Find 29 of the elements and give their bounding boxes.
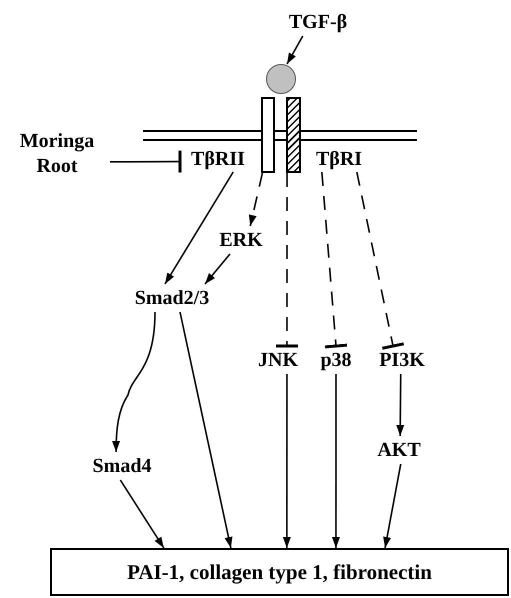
protein-label: Smad2/3 (122, 284, 222, 312)
arrow (120, 480, 164, 548)
hatched-receptor-bar (286, 97, 301, 173)
arrow (164, 172, 234, 284)
protein-label: Smad4 (80, 452, 164, 480)
protein-label: p38 (313, 346, 359, 374)
inhibition-line (276, 173, 298, 348)
inhibition-line (321, 172, 348, 348)
arrow (204, 253, 231, 285)
protein-label: TβRI (306, 146, 372, 172)
output-box: PAI-1, collagen type 1, fibronectin (50, 548, 509, 596)
inhibition-line (110, 150, 182, 173)
arrow (112, 312, 156, 452)
arrow (383, 464, 402, 548)
receptor-bar (261, 97, 275, 173)
arrow (282, 374, 291, 548)
protein-label: TβRII (180, 146, 256, 172)
protein-label: ERK (212, 226, 270, 254)
protein-label: TGF-β (280, 8, 356, 36)
inhibitor-label: Moringa Root (4, 126, 110, 182)
protein-label: PI3K (370, 346, 434, 374)
arrow (332, 374, 340, 548)
arrow (396, 374, 404, 436)
arrow (248, 172, 264, 226)
protein-label: AKT (370, 436, 428, 464)
protein-label: JNK (250, 346, 306, 374)
arrow (179, 312, 232, 548)
arrow (286, 36, 304, 64)
inhibition-line (356, 172, 404, 350)
